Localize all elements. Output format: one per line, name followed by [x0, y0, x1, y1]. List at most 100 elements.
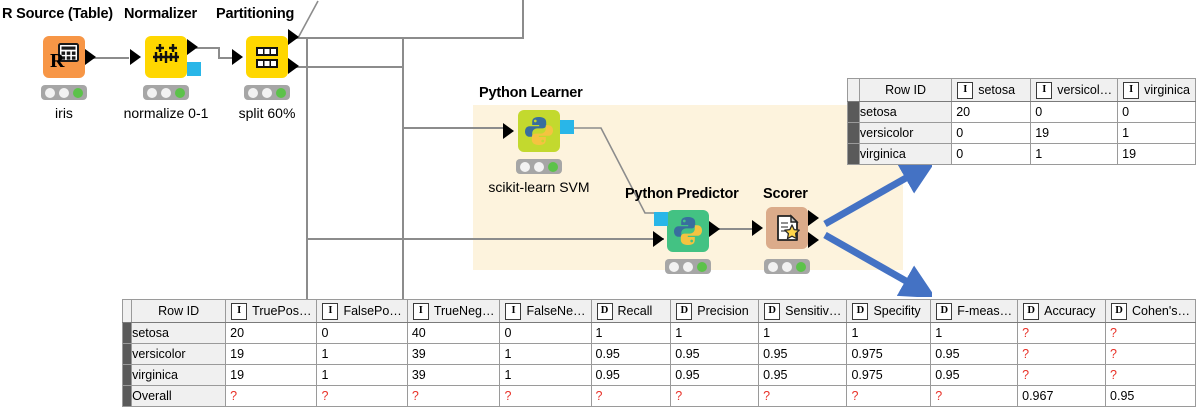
node-python-learner[interactable]	[518, 110, 560, 152]
wire-partition-train-h	[402, 127, 503, 129]
port-out-normalizer[interactable]	[187, 39, 198, 55]
cell-value: 0	[951, 143, 1032, 165]
port-out-scorer-first[interactable]	[808, 210, 819, 226]
confusion-header-setosa[interactable]: I setosa	[951, 78, 1032, 102]
accuracy-header-falsepositives[interactable]: I FalsePo…	[316, 299, 408, 323]
corner-cell	[121, 299, 133, 323]
status-bulb-idle	[669, 261, 679, 272]
row-selector[interactable]	[121, 364, 133, 386]
confusion-header-versicolor[interactable]: I versicol…	[1030, 78, 1119, 102]
node-label-python-learner: scikit-learn SVM	[488, 179, 590, 195]
status-bulb-executed	[73, 87, 83, 98]
accuracy-header-label: Precision	[697, 304, 749, 318]
table-row[interactable]: setosa 20 0 0	[847, 101, 1196, 123]
accuracy-header-accuracy[interactable]: D Accuracy	[1017, 299, 1107, 323]
table-row[interactable]: Overall ? ? ? ? ? ? ? ? ? 0.967 0.95	[121, 385, 1196, 407]
row-selector[interactable]	[121, 322, 133, 344]
scorer-output-arrow-down	[823, 232, 932, 297]
cell-value: 1	[1030, 143, 1119, 165]
python-icon	[525, 117, 553, 145]
cell-value: 0.95	[670, 364, 760, 386]
status-bulb-executed	[276, 87, 286, 98]
accuracy-table-head: Row ID I TruePos… I FalsePo… I	[121, 299, 1196, 323]
node-r-source-table[interactable]: R	[43, 36, 85, 78]
row-selector[interactable]	[847, 143, 860, 165]
accuracy-header-truepositives[interactable]: I TruePos…	[225, 299, 318, 323]
port-out-normalizer-model[interactable]	[187, 62, 201, 76]
accuracy-header-specifity[interactable]: D Specifity	[846, 299, 932, 323]
cell-value: 0	[499, 322, 592, 344]
accuracy-header-rowid[interactable]: Row ID	[131, 299, 227, 323]
port-out-r-source[interactable]	[85, 49, 96, 65]
port-out-partitioning-second[interactable]	[288, 58, 299, 74]
accuracy-header-cohenskappa[interactable]: D Cohen's…	[1105, 299, 1196, 323]
cell-value: 40	[406, 322, 501, 344]
accuracy-header-sensitivity[interactable]: D Sensitiv…	[758, 299, 848, 323]
status-bulb-configured	[782, 261, 792, 272]
type-badge-icon: D	[596, 302, 613, 320]
confusion-matrix-header-row: Row ID I setosa I versicol… I	[847, 78, 1196, 102]
node-partitioning[interactable]	[246, 36, 288, 78]
cell-value: 1	[316, 364, 408, 386]
cell-value: 0.95	[670, 343, 760, 365]
accuracy-table-body: setosa 20 0 40 0 1 1 1 1 1 ? ? versicolo…	[121, 322, 1196, 407]
type-badge-icon: D	[764, 302, 781, 320]
port-in-scorer[interactable]	[752, 220, 763, 236]
node-python-predictor[interactable]	[667, 210, 709, 252]
accuracy-header-fmeasure[interactable]: D F-meas…	[930, 299, 1019, 323]
svg-text:R: R	[50, 50, 65, 72]
accuracy-statistics-table[interactable]: Row ID I TruePos… I FalsePo… I	[121, 299, 1196, 407]
row-id-cell: setosa	[858, 101, 953, 123]
cell-value: 20	[225, 322, 318, 344]
port-in-partitioning[interactable]	[232, 49, 243, 65]
accuracy-header-label: TrueNeg…	[433, 304, 495, 318]
port-out-python-predictor[interactable]	[709, 221, 720, 237]
node-label-normalizer: normalize 0-1	[123, 105, 209, 121]
table-row[interactable]: virginica 19 1 39 1 0.95 0.95 0.95 0.975…	[121, 364, 1196, 386]
port-out-scorer-second[interactable]	[808, 232, 819, 248]
port-in-python-predictor-model[interactable]	[654, 212, 668, 226]
row-selector[interactable]	[121, 343, 133, 365]
table-row[interactable]: versicolor 19 1 39 1 0.95 0.95 0.95 0.97…	[121, 343, 1196, 365]
status-bulb-idle	[520, 161, 530, 172]
cell-value: 1	[499, 343, 592, 365]
type-badge-icon: D	[936, 302, 953, 320]
confusion-header-virginica[interactable]: I virginica	[1117, 78, 1196, 102]
wire-predictor-scorer	[711, 228, 754, 230]
cell-value: 19	[225, 343, 318, 365]
cell-value: 0	[316, 322, 408, 344]
partitioning-icon	[256, 47, 278, 68]
status-bulb-executed	[796, 261, 806, 272]
cell-value: ?	[499, 385, 592, 407]
table-row[interactable]: versicolor 0 19 1	[847, 122, 1196, 144]
node-normalizer[interactable]	[145, 36, 187, 78]
accuracy-header-falsenegatives[interactable]: I FalseNe…	[499, 299, 592, 323]
cell-value: ?	[758, 385, 848, 407]
table-row[interactable]: virginica 0 1 19	[847, 143, 1196, 165]
cell-value: 0.95	[758, 364, 848, 386]
cell-value: 19	[1117, 143, 1196, 165]
table-row[interactable]: setosa 20 0 40 0 1 1 1 1 1 ? ?	[121, 322, 1196, 344]
confusion-header-rowid[interactable]: Row ID	[858, 78, 953, 102]
row-id-cell: virginica	[131, 364, 227, 386]
confusion-matrix-table[interactable]: Row ID I setosa I versicol… I	[847, 78, 1196, 165]
port-in-python-predictor-data[interactable]	[653, 231, 664, 247]
type-badge-icon: I	[957, 81, 974, 99]
accuracy-header-precision[interactable]: D Precision	[670, 299, 760, 323]
status-bulb-idle	[147, 87, 157, 98]
port-in-normalizer[interactable]	[130, 49, 141, 65]
row-selector[interactable]	[847, 101, 860, 123]
port-out-python-learner-model[interactable]	[560, 120, 574, 134]
status-bulb-idle	[768, 261, 778, 272]
accuracy-header-truenegatives[interactable]: I TrueNeg…	[406, 299, 501, 323]
node-scorer[interactable]	[766, 207, 808, 249]
accuracy-header-recall[interactable]: D Recall	[590, 299, 672, 323]
port-in-python-learner[interactable]	[503, 123, 514, 139]
cell-value: 0.975	[846, 364, 932, 386]
type-badge-icon: D	[852, 302, 869, 320]
port-out-partitioning-first[interactable]	[288, 29, 299, 45]
row-selector[interactable]	[121, 385, 133, 407]
r-table-icon: R	[50, 43, 79, 72]
row-selector[interactable]	[847, 122, 860, 144]
confusion-header-rowid-label: Row ID	[885, 83, 927, 97]
